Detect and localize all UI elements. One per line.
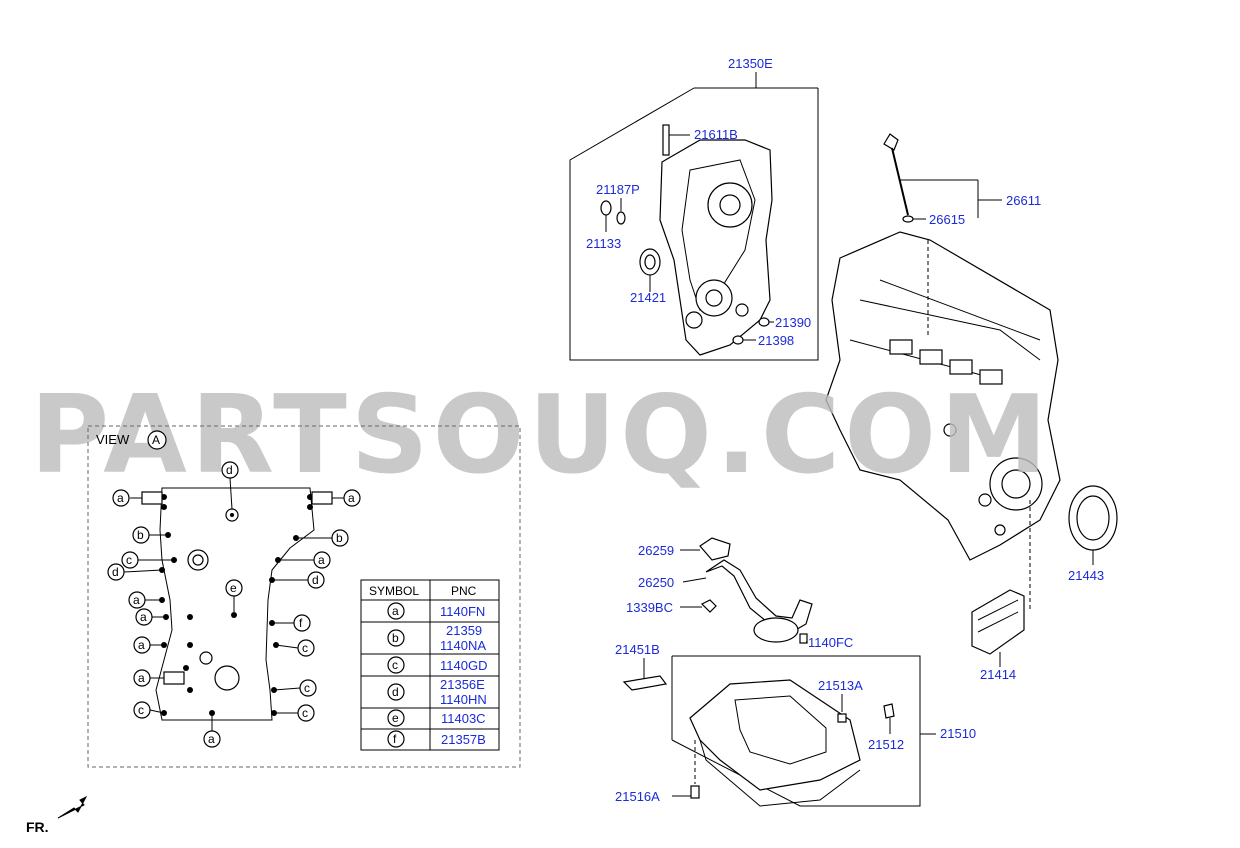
oil-pan-shape [689,679,861,791]
baffle-group: 21414 [971,589,1025,682]
timing-cover-group: 21350E 21611B 21187P 21133 21421 21390 [569,56,819,361]
rear-seal-group: 21443 [1068,485,1118,583]
svg-text:d: d [226,463,233,477]
view-symbol-callouts: d a a b b c d a d a a e [107,461,361,748]
legend-symbol: a [392,604,399,618]
svg-text:c: c [138,703,144,717]
dipstick-group: 26611 26615 [883,133,1041,227]
pickup-gasket-part [699,537,731,561]
callout-21611B[interactable]: 21611B [694,127,738,142]
svg-text:a: a [133,593,140,607]
front-indicator: FR. [26,795,88,835]
svg-text:b: b [336,531,343,545]
svg-text:c: c [302,641,308,655]
callout-21512[interactable]: 21512 [868,737,904,752]
svg-text:d: d [112,565,119,579]
bracket-part [622,675,668,691]
legend-symbol: d [392,685,399,699]
svg-text:a: a [138,671,145,685]
engine-block-group [825,231,1061,610]
callout-21350E[interactable]: 21350E [728,56,773,71]
svg-text:a: a [117,491,124,505]
svg-text:f: f [299,616,303,630]
callout-21510[interactable]: 21510 [940,726,976,741]
stud-part [662,124,670,156]
legend-pnc[interactable]: 11403C [441,711,486,726]
legend-pnc[interactable]: 21356E [440,677,485,692]
callout-21516A[interactable]: 21516A [615,789,660,804]
timing-cover-shape [659,139,773,356]
legend-pnc[interactable]: 1140NA [440,638,486,653]
callout-21133[interactable]: 21133 [586,236,621,251]
legend-pnc[interactable]: 21359 [446,623,482,638]
callout-21390[interactable]: 21390 [775,315,811,330]
legend-pnc-header: PNC [451,584,477,598]
gasket-ring-part [616,211,626,225]
svg-text:c: c [302,706,308,720]
dipstick-handle-part [883,133,899,151]
callout-21421[interactable]: 21421 [630,290,666,305]
plug-part [600,200,612,216]
bracket-group: 21451B [615,642,668,691]
svg-text:a: a [318,553,325,567]
callout-21443[interactable]: 21443 [1068,568,1104,583]
watermark: PARTSOUQ.COM [30,373,1051,498]
o-ring-part [758,317,770,327]
view-a-panel: VIEW A [87,425,521,768]
legend-symbol-header: SYMBOL [369,584,419,598]
oil-pickup-tube-part [705,559,813,633]
svg-text:c: c [126,553,132,567]
legend-pnc[interactable]: 1140GD [440,658,487,673]
oil-pan-group: 21513A 21512 21510 21516A [615,655,976,807]
svg-text:b: b [137,528,144,542]
callout-26615[interactable]: 26615 [929,212,965,227]
legend-pnc[interactable]: 21357B [441,732,486,747]
legend-symbol: c [392,658,398,672]
view-marker: A [152,433,160,447]
oil-pickup-group: 26259 26250 1339BC 1140FC [626,537,853,650]
svg-text:a: a [348,491,355,505]
callout-1140FC[interactable]: 1140FC [808,635,853,650]
callout-21451B[interactable]: 21451B [615,642,660,657]
o-ring-2-part [732,335,744,345]
callout-26611[interactable]: 26611 [1006,193,1041,208]
callout-1339BC[interactable]: 1339BC [626,600,673,615]
legend-pnc[interactable]: 1140FN [440,604,485,619]
legend-pnc[interactable]: 1140HN [440,692,487,707]
front-label: FR. [26,819,49,835]
svg-text:d: d [312,573,319,587]
legend-symbol: f [393,732,397,746]
callout-26259[interactable]: 26259 [638,543,674,558]
callout-21414[interactable]: 21414 [980,667,1016,682]
legend-table: SYMBOL PNC a 1140FN b 21359 1140NA c 114… [360,579,500,751]
svg-text:a: a [138,638,145,652]
view-label: VIEW [96,432,130,447]
legend-symbol: e [392,711,399,725]
svg-text:e: e [230,581,237,595]
gasket-outline [155,487,315,721]
svg-text:a: a [208,732,215,746]
view-marker-circle [147,430,167,450]
svg-text:c: c [304,681,310,695]
legend-symbol: b [392,631,399,645]
callout-21187P[interactable]: 21187P [596,182,640,197]
svg-text:a: a [140,610,147,624]
callout-21513A[interactable]: 21513A [818,678,863,693]
callout-26250[interactable]: 26250 [638,575,674,590]
front-arrow-icon [57,795,88,819]
callout-21398[interactable]: 21398 [758,333,794,348]
